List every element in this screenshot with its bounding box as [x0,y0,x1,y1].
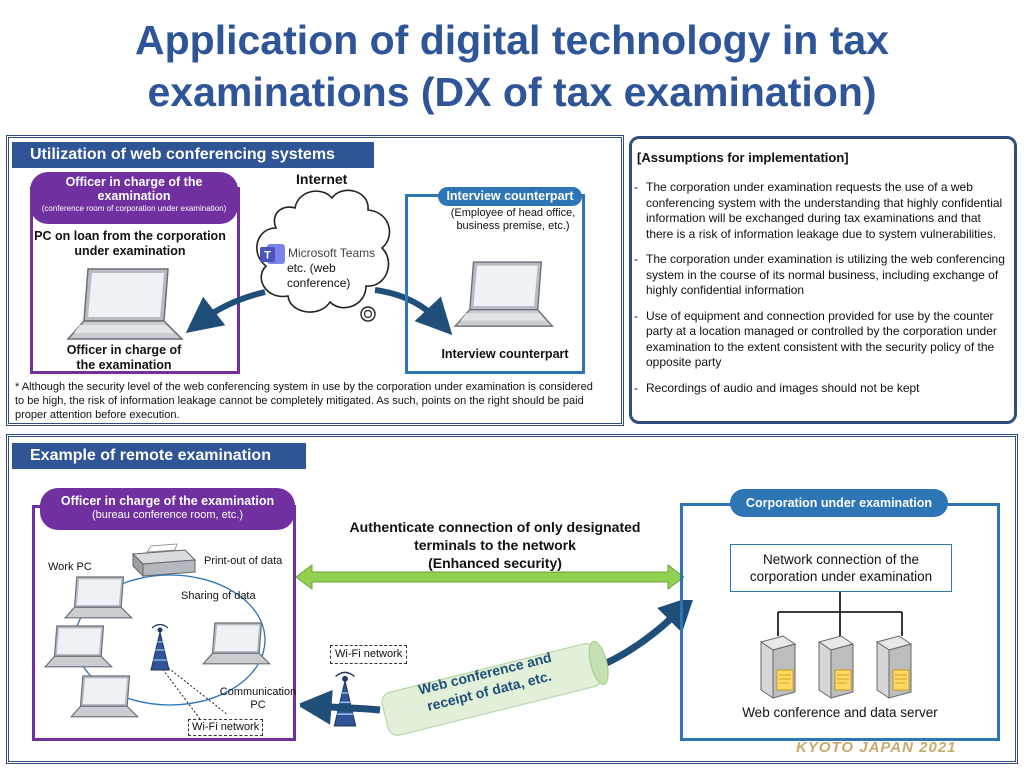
assumptions-list: -The corporation under examination reque… [634,180,1010,396]
bureau-officer-pill: Officer in charge of the examination (bu… [40,488,295,530]
laptop-icon [70,675,140,718]
officer-pill-title: Officer in charge of the examination [65,175,203,203]
printer-icon [131,543,197,578]
footer-brand: KYOTO JAPAN 2021 [796,739,957,756]
security-note: * Although the security level of the web… [15,381,593,421]
interview-sub: (Employee of head office, business premi… [450,207,576,232]
auth-line-3: (Enhanced security) [428,555,562,571]
bureau-officer-sub: (bureau conference room, etc.) [91,509,244,521]
cloud-icon [256,189,391,322]
laptop-icon [453,261,554,327]
assumptions-heading: [Assumptions for implementation] [637,150,849,165]
wifi-outer-label: Wi-Fi network [330,645,408,664]
server-icon [759,635,797,699]
teams-label: Microsoft Teams [288,246,376,260]
officer-pill: Officer in charge of the examination (co… [30,172,238,224]
assumption-item: -The corporation under examination is ut… [634,252,1005,297]
pc-loan-label: PC on loan from the corporation under ex… [34,229,226,258]
interview-pill: Interview counterpart [438,187,582,206]
laptop-icon [44,625,114,668]
server-label: Web conference and data server [742,705,938,720]
internet-label: Internet [296,171,348,187]
web-conference-tab: Utilization of web conferencing systems [12,142,374,168]
officer-area-box [30,187,240,374]
assumption-item: -The corporation under examination reque… [634,180,1003,241]
bureau-officer-title: Officer in charge of the examination [60,494,275,508]
svg-text:T: T [264,250,271,262]
comm-pc-label: Communication PC [219,686,297,711]
page-title: Application of digital technology in tax… [0,14,1024,118]
laptop-icon [202,622,272,665]
title-line-1: Application of digital technology in tax [135,17,889,63]
cloud-arrows [185,287,453,336]
remote-exam-panel [6,434,1018,764]
printout-label: Print-out of data [204,555,283,567]
network-conn-box: Network connection of the corporation un… [730,544,952,592]
title-line-2: examinations (DX of tax examination) [147,69,877,115]
officer-pill-sub: (conference room of corporation under ex… [41,204,227,213]
network-conn-label: Network connection of the corporation un… [749,552,933,584]
corp-pill: Corporation under examination [730,489,948,517]
auth-text: Authenticate connection of only designat… [330,518,660,572]
remote-exam-tab: Example of remote examination [12,443,306,469]
etc-web-label: etc. (web conference) [287,261,351,290]
assumptions-panel [629,136,1017,424]
wifi-tower-icon [150,624,170,671]
assumption-item: -Use of equipment and connection provide… [634,308,997,370]
auth-line-1: Authenticate connection of only designat… [349,519,641,535]
laptop-icon [66,268,184,340]
double-arrow-icon [296,564,684,590]
teams-icon: T [260,244,285,264]
server-icon [875,635,913,699]
wifi-inner-label: Wi-Fi network [188,719,264,736]
assumption-item: -Recordings of audio and images should n… [634,380,920,395]
interview-label: Interview counterpart [441,347,569,361]
server-network [777,592,903,636]
auth-line-2: terminals to the network [414,537,576,553]
sharing-label: Sharing of data [181,590,256,602]
server-icon [817,635,855,699]
tunnel-arrow [300,600,695,736]
work-pc-label: Work PC [48,561,92,573]
web-conference-panel [6,135,624,426]
officer-label: Officer in charge of the examination [66,343,182,372]
wifi-tower-icon [333,671,357,727]
laptop-icon [64,576,134,619]
